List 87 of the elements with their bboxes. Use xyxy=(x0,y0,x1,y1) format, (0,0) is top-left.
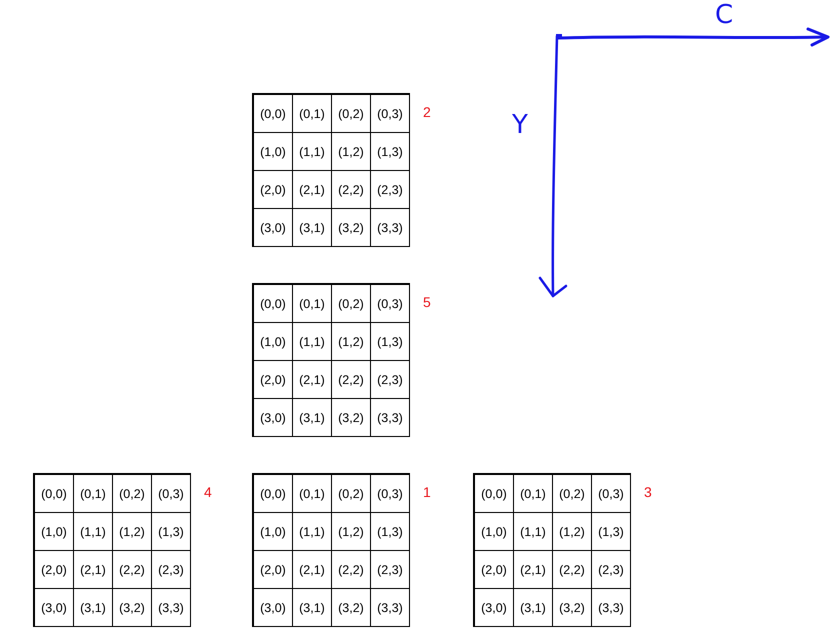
table-cell: (0,0) xyxy=(475,475,514,513)
table-cell: (3,3) xyxy=(152,589,191,627)
table-cell: (0,3) xyxy=(371,95,410,133)
table-cell: (3,1) xyxy=(293,399,332,437)
table-cell: (2,3) xyxy=(371,361,410,399)
table-cell: (1,1) xyxy=(293,513,332,551)
table-cell: (2,0) xyxy=(254,171,293,209)
table-cell: (0,2) xyxy=(332,95,371,133)
table-cell: (0,3) xyxy=(371,285,410,323)
table-cell: (1,1) xyxy=(293,323,332,361)
table-cell: (0,1) xyxy=(293,95,332,133)
table-cell: (3,2) xyxy=(332,209,371,247)
table-cell: (3,1) xyxy=(293,209,332,247)
table-cell: (2,1) xyxy=(74,551,113,589)
table-cell: (1,2) xyxy=(332,323,371,361)
table-cell: (2,3) xyxy=(371,171,410,209)
table-cell: (2,0) xyxy=(254,361,293,399)
table-cell: (2,1) xyxy=(514,551,553,589)
table-cell: (2,1) xyxy=(293,551,332,589)
table-cell: (1,0) xyxy=(254,513,293,551)
grid-number: 4 xyxy=(204,485,212,499)
table-cell: (0,1) xyxy=(514,475,553,513)
table-cell: (0,2) xyxy=(553,475,592,513)
grid-number: 3 xyxy=(644,485,652,499)
grid-number: 1 xyxy=(423,485,431,499)
table-cell: (1,0) xyxy=(254,323,293,361)
table-cell: (1,2) xyxy=(553,513,592,551)
table-cell: (0,0) xyxy=(254,95,293,133)
table-cell: (3,2) xyxy=(332,589,371,627)
table-cell: (2,3) xyxy=(371,551,410,589)
table-cell: (2,3) xyxy=(152,551,191,589)
table-cell: (3,0) xyxy=(35,589,74,627)
table-cell: (1,1) xyxy=(293,133,332,171)
table-cell: (1,1) xyxy=(514,513,553,551)
table-cell: (0,3) xyxy=(371,475,410,513)
table-cell: (3,2) xyxy=(113,589,152,627)
table-cell: (1,2) xyxy=(332,133,371,171)
table-cell: (3,0) xyxy=(254,209,293,247)
table-cell: (3,1) xyxy=(74,589,113,627)
grid-number: 2 xyxy=(423,105,431,119)
table-cell: (1,2) xyxy=(113,513,152,551)
table-cell: (0,1) xyxy=(293,285,332,323)
table-cell: (2,2) xyxy=(332,171,371,209)
table-cell: (1,2) xyxy=(332,513,371,551)
table-cell: (2,2) xyxy=(332,361,371,399)
table-cell: (2,1) xyxy=(293,361,332,399)
table-cell: (1,3) xyxy=(371,133,410,171)
table-cell: (1,0) xyxy=(254,133,293,171)
table-cell: (2,2) xyxy=(113,551,152,589)
table-cell: (3,0) xyxy=(254,589,293,627)
grid-number: 5 xyxy=(423,295,431,309)
table-cell: (1,3) xyxy=(371,513,410,551)
table-cell: (0,2) xyxy=(113,475,152,513)
table-cell: (2,0) xyxy=(475,551,514,589)
table-cell: (2,1) xyxy=(293,171,332,209)
table-cell: (0,2) xyxy=(332,475,371,513)
table-cell: (2,0) xyxy=(35,551,74,589)
table-cell: (0,2) xyxy=(332,285,371,323)
table-cell: (1,3) xyxy=(592,513,631,551)
table-cell: (0,0) xyxy=(254,475,293,513)
table-cell: (1,3) xyxy=(371,323,410,361)
table-cell: (3,1) xyxy=(514,589,553,627)
table-cell: (3,2) xyxy=(332,399,371,437)
table-cell: (0,0) xyxy=(254,285,293,323)
table-cell: (2,2) xyxy=(553,551,592,589)
table-cell: (3,2) xyxy=(553,589,592,627)
table-cell: (3,3) xyxy=(371,209,410,247)
table-cell: (0,3) xyxy=(592,475,631,513)
table-cell: (1,0) xyxy=(475,513,514,551)
table-cell: (3,0) xyxy=(475,589,514,627)
table-cell: (1,0) xyxy=(35,513,74,551)
table-cell: (3,3) xyxy=(371,399,410,437)
table-cell: (3,0) xyxy=(254,399,293,437)
table-cell: (3,3) xyxy=(592,589,631,627)
axis-label: Y xyxy=(512,112,528,138)
table-cell: (1,3) xyxy=(152,513,191,551)
table-cell: (1,1) xyxy=(74,513,113,551)
table-cell: (3,3) xyxy=(371,589,410,627)
axis-label: C xyxy=(715,2,734,28)
table-cell: (2,0) xyxy=(254,551,293,589)
table-cell: (2,2) xyxy=(332,551,371,589)
table-cell: (0,1) xyxy=(293,475,332,513)
table-cell: (0,1) xyxy=(74,475,113,513)
table-cell: (2,3) xyxy=(592,551,631,589)
table-cell: (3,1) xyxy=(293,589,332,627)
table-cell: (0,3) xyxy=(152,475,191,513)
table-cell: (0,0) xyxy=(35,475,74,513)
